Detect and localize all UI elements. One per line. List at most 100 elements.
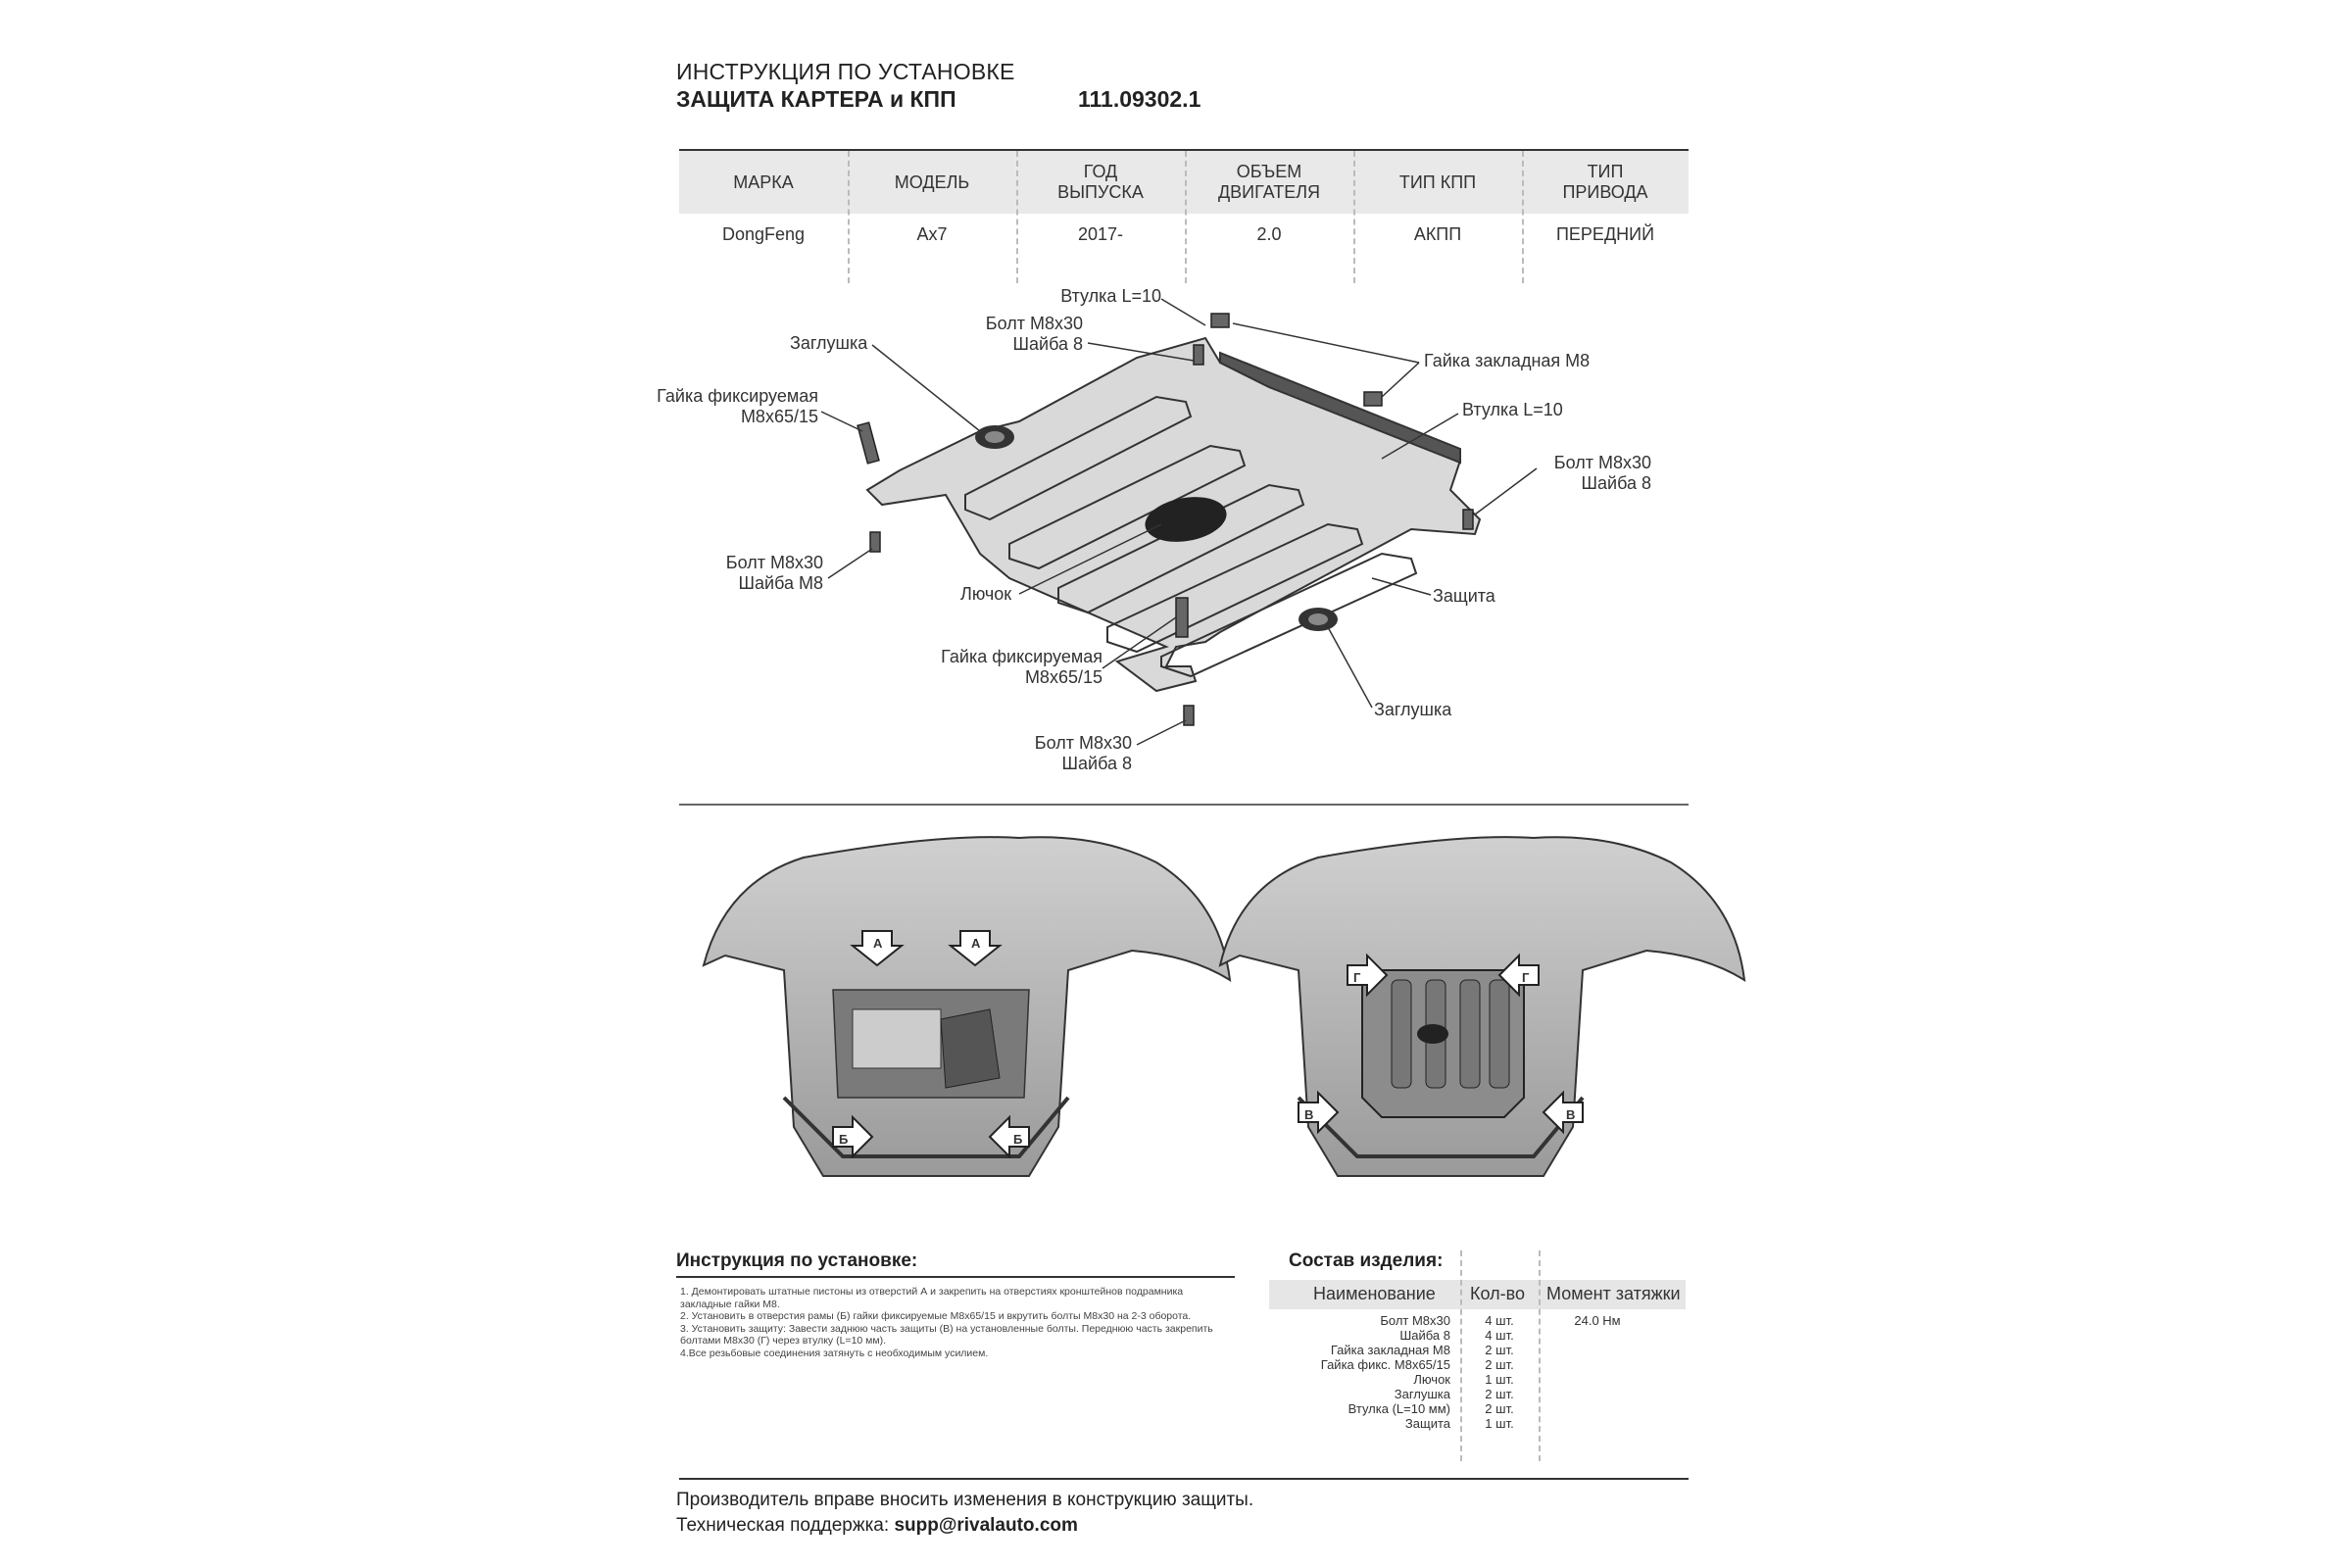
- marker-a-right: А: [971, 936, 981, 951]
- nut-shape: [1363, 391, 1383, 407]
- fixed-nut-shape: [857, 421, 880, 465]
- td-year: 2017-: [1077, 223, 1124, 244]
- td-engine: 2.0: [1256, 223, 1282, 244]
- marker-b-left: Б: [839, 1132, 849, 1147]
- marker-b-right: Б: [1013, 1132, 1023, 1147]
- comp-qty: 4 шт.: [1485, 1313, 1514, 1328]
- support-email[interactable]: supp@rivalauto.com: [894, 1515, 1078, 1536]
- bolt-shape: [869, 531, 881, 553]
- instructions-steps: 1. Демонтировать штатные пистоны из отве…: [680, 1286, 1235, 1359]
- th-model: МОДЕЛЬ: [894, 172, 970, 192]
- td-drive: ПЕРЕДНИЙ: [1555, 223, 1655, 244]
- label-gaika-zaklad: Гайка закладная М8: [1424, 351, 1591, 370]
- marker-g-right: Г: [1522, 970, 1530, 985]
- label-zaglushka-bottom: Заглушка: [1374, 700, 1452, 719]
- front-flange-shape: [1219, 351, 1461, 465]
- comp-qty: 2 шт.: [1485, 1387, 1514, 1401]
- footer-support: Техническая поддержка: supp@rivalauto.co…: [676, 1515, 1078, 1537]
- comp-name: Заглушка: [1394, 1387, 1450, 1401]
- label-vtulka-top: Втулка L=10: [1060, 286, 1161, 306]
- comp-qty: 2 шт.: [1485, 1357, 1514, 1372]
- comp-name: Лючок: [1413, 1372, 1450, 1387]
- bolt-shape: [1183, 705, 1195, 726]
- instructions-title: Инструкция по установке:: [676, 1250, 918, 1271]
- spec-table-header-bg: [679, 151, 1689, 214]
- leader-line: [1087, 342, 1195, 362]
- product-title: ЗАЩИТА КАРТЕРА и КПП: [676, 86, 956, 112]
- label-luchok: Лючок: [960, 584, 1012, 604]
- leader-line: [1381, 413, 1459, 460]
- col-divider: [1185, 151, 1187, 283]
- col-divider: [1522, 151, 1524, 283]
- label-bolt-bottom: Болт М8х30 Шайба 8: [1034, 733, 1132, 773]
- th-brand: МАРКА: [733, 172, 794, 192]
- marker-g-left: Г: [1353, 970, 1361, 985]
- comp-qty: 2 шт.: [1485, 1401, 1514, 1416]
- label-zaglushka-left: Заглушка: [790, 333, 868, 353]
- bolt-shape: [1462, 509, 1474, 530]
- marker-v-right: В: [1566, 1107, 1576, 1122]
- leader-line: [871, 344, 981, 432]
- comp-qty: 1 шт.: [1485, 1372, 1514, 1387]
- label-zashita: Защита: [1433, 586, 1495, 606]
- comp-qty: 2 шт.: [1485, 1343, 1514, 1357]
- nut-shape: [1210, 313, 1230, 328]
- comp-divider: [1539, 1250, 1541, 1461]
- td-model: Ax7: [916, 223, 948, 244]
- comp-divider: [1460, 1250, 1462, 1461]
- th-engine: ОБЪЕМ ДВИГАТЕЛЯ: [1217, 162, 1321, 202]
- leader-line: [1102, 616, 1177, 669]
- rib-shape: [964, 395, 1193, 521]
- th-qty: Кол-во: [1470, 1284, 1525, 1303]
- rib-shape: [1160, 552, 1418, 678]
- comp-name: Болт М8х30: [1380, 1313, 1450, 1328]
- label-gaika-fix-bottom: Гайка фиксируемая М8х65/15: [941, 647, 1102, 687]
- th-torque: Момент затяжки: [1546, 1284, 1681, 1303]
- marker-a-left: А: [873, 936, 883, 951]
- hatch-shape: [1145, 497, 1227, 542]
- composition-torque: 24.0 Нм: [1548, 1313, 1646, 1328]
- col-divider: [1016, 151, 1018, 283]
- exploded-diagram: [820, 298, 1538, 746]
- comp-name: Гайка фикс. М8х65/15: [1320, 1357, 1450, 1372]
- comp-qty: 4 шт.: [1485, 1328, 1514, 1343]
- instruction-step: 2. Установить в отверстия рамы (Б) гайки…: [680, 1310, 1192, 1322]
- composition-header-bg: [1269, 1280, 1686, 1309]
- th-gearbox: ТИП КПП: [1398, 172, 1477, 192]
- marker-v-left: В: [1304, 1107, 1314, 1122]
- table-top-rule: [679, 149, 1689, 152]
- leader-line: [1371, 577, 1432, 596]
- leader-line: [827, 548, 873, 579]
- th-drive: ТИП ПРИВОДА: [1562, 162, 1648, 202]
- footer-note: Производитель вправе вносить изменения в…: [676, 1490, 1254, 1510]
- label-bolt-top: Болт М8х30 Шайба 8: [985, 314, 1083, 354]
- label-bolt-right: Болт М8х30 Шайба 8: [1553, 453, 1651, 493]
- col-divider: [848, 151, 850, 283]
- label-gaika-fix-left: Гайка фиксируемая М8х65/15: [657, 386, 818, 426]
- comp-name: Гайка закладная М8: [1330, 1343, 1450, 1357]
- leader-line: [820, 411, 863, 432]
- rib-shape: [1106, 522, 1364, 654]
- comp-name: Шайба 8: [1399, 1328, 1450, 1343]
- td-gearbox: АКПП: [1413, 223, 1462, 244]
- leader-line: [1327, 626, 1373, 709]
- composition-title: Состав изделия:: [1289, 1250, 1444, 1271]
- instruction-step: 1. Демонтировать штатные пистоны из отве…: [680, 1286, 1184, 1310]
- article-number: 111.09302.1: [1078, 86, 1201, 112]
- plug-shape: [1308, 613, 1328, 625]
- leader-line: [1232, 322, 1420, 364]
- th-year: ГОД ВЫПУСКА: [1057, 162, 1144, 202]
- plug-shape: [985, 431, 1004, 443]
- composition-names: Болт М8х30 Шайба 8 Гайка закладная М8 Га…: [1264, 1313, 1450, 1431]
- col-divider: [1353, 151, 1355, 283]
- installation-photos: [702, 836, 1746, 1177]
- label-bolt-left: Болт М8х30 Шайба М8: [725, 553, 823, 593]
- leader-line: [1136, 719, 1187, 746]
- comp-qty: 1 шт.: [1485, 1416, 1514, 1431]
- td-brand: DongFeng: [721, 223, 806, 244]
- composition-qty: 4 шт. 4 шт. 2 шт. 2 шт. 1 шт. 2 шт. 2 шт…: [1470, 1313, 1529, 1431]
- doc-title: ИНСТРУКЦИЯ ПО УСТАНОВКЕ: [676, 59, 1015, 84]
- section-rule: [679, 804, 1689, 806]
- leader-line: [1160, 298, 1206, 326]
- comp-name: Втулка (L=10 мм): [1348, 1401, 1450, 1416]
